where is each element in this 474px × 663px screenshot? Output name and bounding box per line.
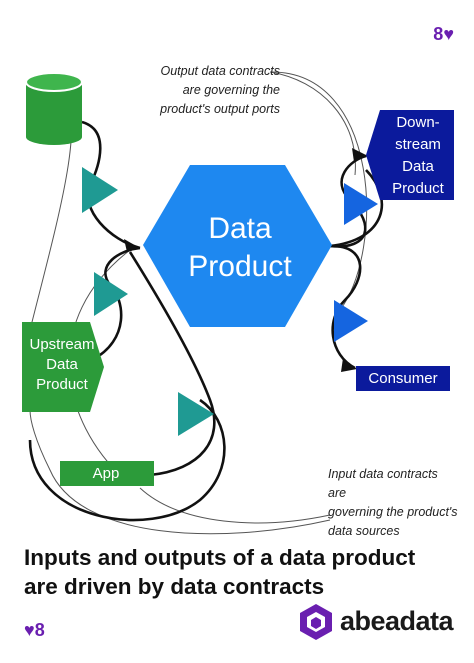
- input-annotation-line: data sources: [328, 524, 400, 538]
- upstream-data-product-shape: [22, 322, 104, 412]
- page-number-top-text: 8: [433, 24, 444, 44]
- output-annotation-line: are governing the: [182, 83, 280, 97]
- output-annotation-line: product's output ports: [160, 102, 280, 116]
- downstream-label-line: stream: [395, 136, 441, 153]
- downstream-data-product-shape: [366, 110, 454, 200]
- downstream-label-line: Product: [392, 180, 444, 197]
- input-contracts-annotation: Input data contracts are governing the p…: [328, 465, 458, 541]
- connector-output-annotation-downstream: [269, 71, 356, 176]
- arrowhead-consumer: [341, 358, 357, 372]
- data-product-label-line: Data: [208, 212, 272, 245]
- heart-icon: ♥: [24, 620, 35, 640]
- downstream-data-product-label: Down- stream Data Product: [384, 112, 452, 200]
- arrowhead-downstream: [352, 148, 368, 162]
- data-product-hexagon: [143, 165, 332, 327]
- input-port-triangle-1: [82, 167, 118, 213]
- consumer-label: Consumer: [368, 370, 438, 387]
- flow-dp-to-consumer: [329, 244, 362, 370]
- page-number-bottom: ♥8: [24, 620, 45, 641]
- data-product-label: Data Product: [150, 210, 330, 286]
- connector-output-annotation-consumer: [269, 71, 368, 311]
- input-port-triangle-2: [94, 272, 128, 316]
- flow-app-to-dp: [128, 251, 216, 477]
- data-product-label-line: Product: [188, 250, 292, 283]
- hexagon-cube-logo-icon: [300, 604, 332, 640]
- upstream-data-product-label: Upstream Data Product: [20, 335, 104, 395]
- output-contracts-annotation: Output data contracts are governing the …: [150, 62, 280, 119]
- upstream-label-line: Product: [36, 376, 88, 393]
- input-port-triangle-3: [178, 392, 214, 436]
- consumer-box: [356, 366, 450, 391]
- input-annotation-line: Input data contracts are: [328, 467, 438, 500]
- app-box: [60, 461, 154, 486]
- upstream-label-line: Upstream: [29, 336, 95, 353]
- brand-name: abeadata: [340, 606, 454, 636]
- headline-line: are driven by data contracts: [24, 574, 325, 599]
- heart-icon: ♥: [443, 24, 454, 44]
- input-annotation-line: governing the product's: [328, 505, 458, 519]
- database-icon: [25, 72, 83, 145]
- connector-input-annotation-app: [139, 487, 331, 524]
- output-port-triangle-1: [344, 183, 378, 225]
- downstream-label-line: Data: [402, 158, 434, 175]
- page-number-top: 8♥: [433, 24, 454, 45]
- upstream-label-line: Data: [46, 356, 78, 373]
- page-number-bottom-text: 8: [34, 620, 45, 640]
- headline: Inputs and outputs of a data product are…: [24, 543, 464, 601]
- headline-line: Inputs and outputs of a data product: [24, 545, 416, 570]
- output-annotation-line: Output data contracts: [160, 64, 280, 78]
- arrowhead-dp-left: [124, 239, 140, 252]
- downstream-label-line: Down-: [396, 114, 440, 131]
- connector-input-annotation-upstream: [29, 409, 331, 535]
- flow-upstream-low: [28, 398, 226, 522]
- output-port-triangle-2: [334, 300, 368, 342]
- app-label: App: [92, 465, 120, 482]
